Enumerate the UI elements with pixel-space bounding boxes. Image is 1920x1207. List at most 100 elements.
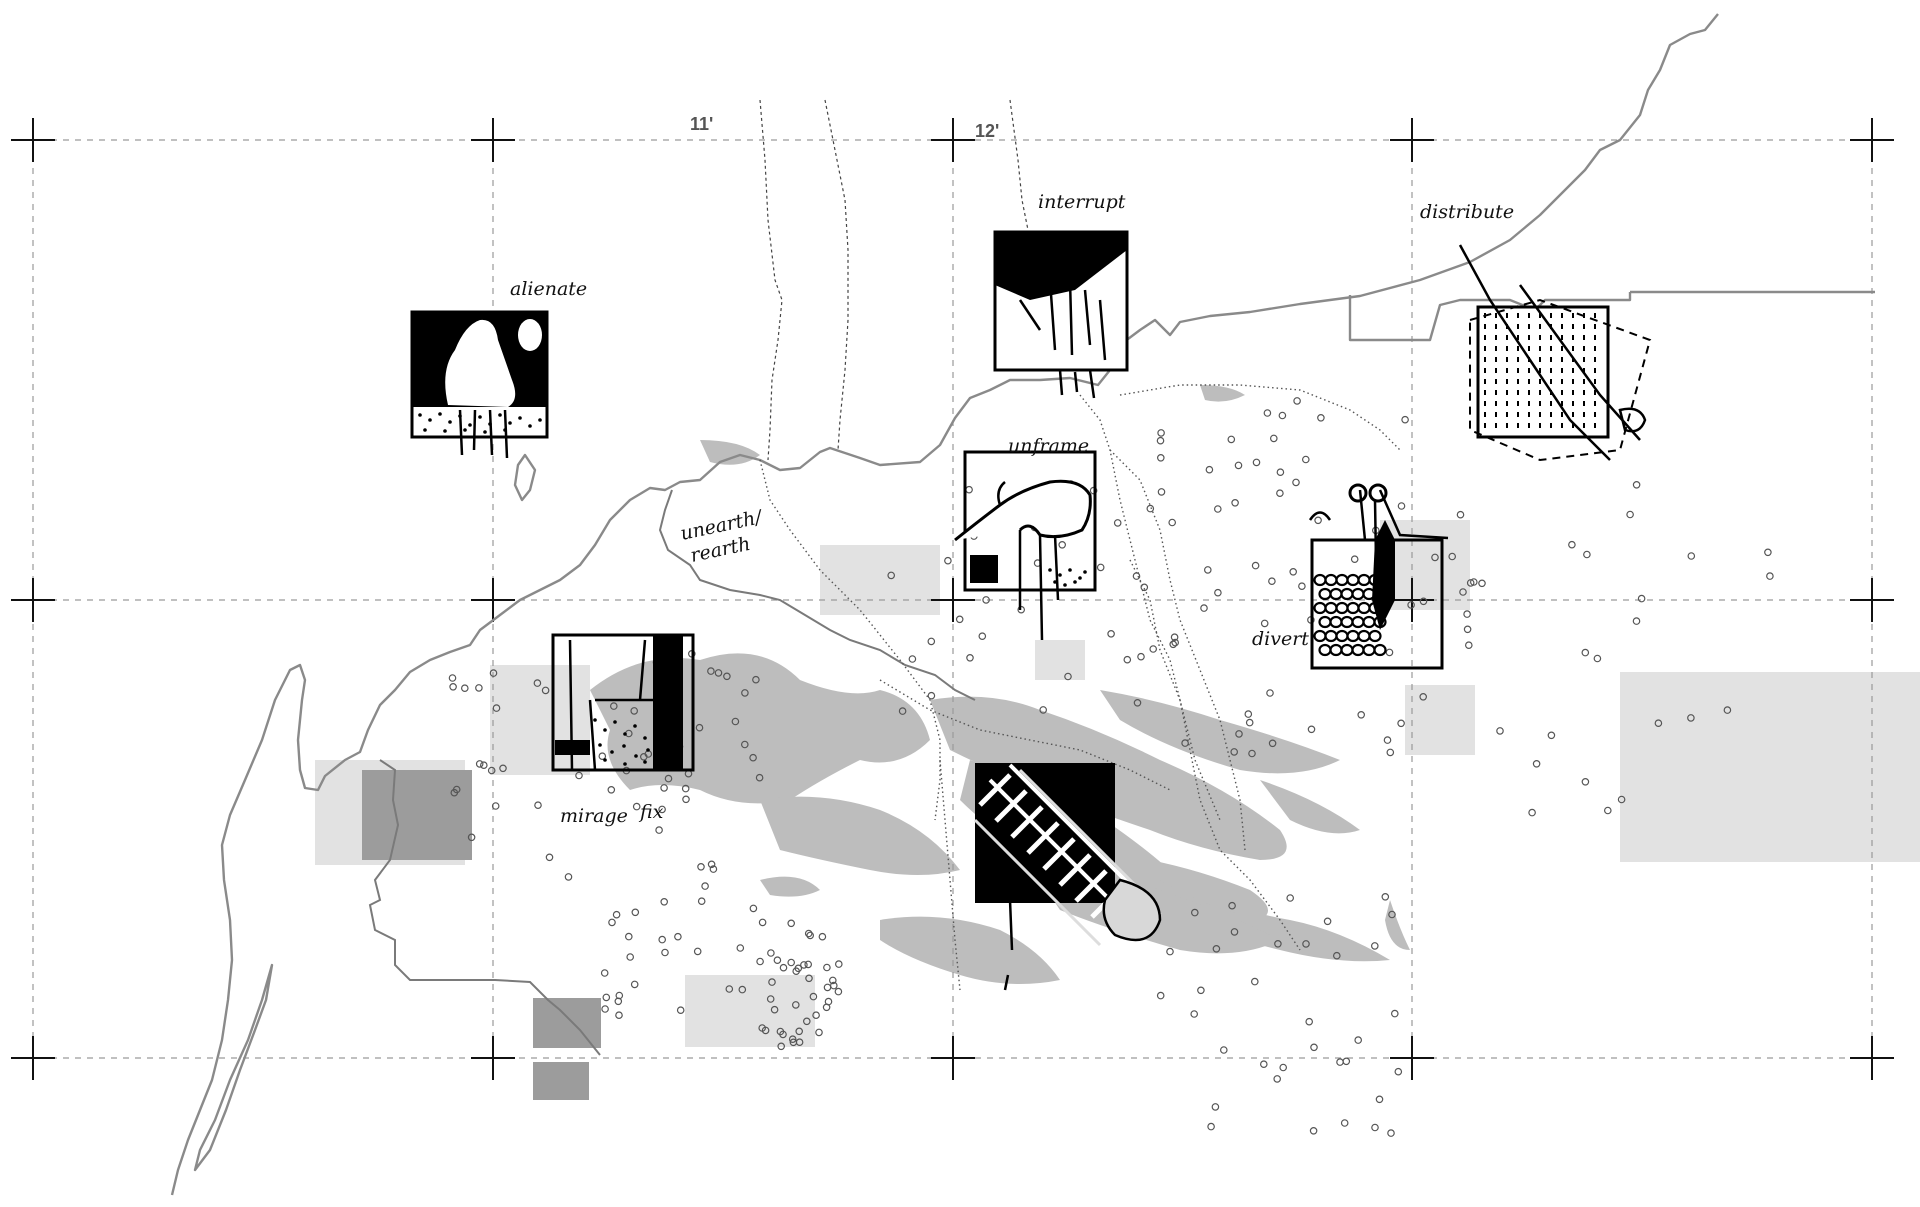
site-marker	[823, 963, 831, 972]
site-marker	[1252, 458, 1261, 467]
site-marker	[1764, 548, 1772, 557]
site-marker	[898, 707, 907, 715]
pebble	[1335, 573, 1349, 587]
site-marker	[749, 753, 757, 762]
site-marker	[944, 556, 952, 565]
hatch-mark	[1572, 401, 1574, 406]
hatch-mark	[1506, 390, 1508, 395]
site-marker	[1244, 710, 1253, 718]
site-marker	[788, 1035, 797, 1044]
pebble	[1318, 643, 1332, 657]
site-marker	[1357, 710, 1366, 719]
site-marker	[927, 691, 936, 700]
pebble	[1313, 601, 1327, 615]
sketch-divert: divert	[1252, 483, 1449, 670]
site-marker	[1157, 429, 1165, 437]
ladder-rung	[1074, 869, 1108, 903]
site-marker	[1156, 436, 1165, 445]
site-marker	[1274, 939, 1282, 948]
site-marker	[1336, 1058, 1344, 1066]
hatch-mark	[1561, 324, 1563, 329]
hatch-mark	[1495, 335, 1497, 340]
site-marker	[1157, 453, 1165, 462]
hatch-mark	[1594, 357, 1596, 362]
hatch-mark	[1528, 379, 1530, 384]
site-marker	[632, 802, 641, 811]
hatch-mark	[1572, 379, 1574, 384]
site-marker	[1214, 505, 1222, 513]
hatch-mark	[1506, 335, 1508, 340]
pebble	[1362, 643, 1376, 657]
hatch-mark	[1583, 335, 1585, 340]
sketch-form	[445, 319, 516, 407]
site-marker	[631, 908, 640, 917]
site-marker	[1637, 594, 1646, 603]
hatch-mark	[1517, 379, 1519, 384]
hatch-mark	[1517, 335, 1519, 340]
pebble	[1357, 629, 1371, 643]
hatch-mark	[1528, 324, 1530, 329]
site-marker	[664, 774, 673, 783]
pebble	[1357, 601, 1371, 615]
site-marker	[1170, 633, 1179, 642]
site-marker	[1394, 1067, 1403, 1076]
site-marker	[695, 723, 704, 732]
hatch-mark	[1561, 401, 1563, 406]
site-marker	[1276, 468, 1285, 477]
site-marker	[1583, 550, 1591, 559]
site-marker	[607, 785, 616, 794]
site-marker	[697, 897, 706, 906]
site-marker	[1723, 706, 1732, 714]
pebble	[1368, 629, 1382, 643]
site-marker	[630, 707, 639, 715]
site-marker	[1149, 645, 1158, 653]
sketch-strokes	[1458, 244, 1641, 461]
site-marker	[1333, 951, 1341, 960]
site-marker	[777, 1042, 786, 1051]
site-marker	[681, 784, 690, 793]
coastline-inlet	[1348, 292, 1632, 342]
site-marker	[615, 1011, 623, 1020]
hatch-mark	[1539, 313, 1541, 318]
sketch-capsule	[1102, 878, 1162, 942]
site-marker	[1407, 601, 1415, 609]
site-marker	[1273, 1075, 1282, 1083]
site-marker	[978, 632, 987, 641]
sketch-fill	[995, 232, 1127, 300]
site-marker	[626, 953, 635, 961]
sketch-unframe: unframe	[954, 435, 1097, 641]
site-marker	[1171, 638, 1180, 647]
site-marker	[575, 771, 583, 780]
site-marker	[1211, 1103, 1220, 1111]
sketch-dashed-outline	[1469, 298, 1652, 462]
site-marker	[639, 752, 648, 761]
site-marker	[1123, 655, 1132, 664]
hatch-mark	[1539, 368, 1541, 373]
sketch-strokes	[458, 409, 509, 459]
site-marker	[1278, 411, 1287, 420]
site-marker	[779, 963, 788, 972]
site-marker	[624, 932, 633, 941]
site-marker	[1270, 434, 1278, 443]
site-marker	[1459, 588, 1467, 596]
site-marker	[1230, 748, 1239, 756]
wetland	[700, 440, 760, 465]
site-marker	[630, 980, 639, 989]
pebble	[1329, 643, 1343, 657]
site-markers	[448, 397, 1774, 1137]
site-marker	[776, 1027, 785, 1036]
site-marker	[709, 865, 718, 873]
site-marker	[660, 897, 669, 906]
site-marker	[449, 682, 457, 691]
site-marker	[1251, 977, 1259, 986]
hatch-mark	[1517, 401, 1519, 406]
site-marker	[809, 992, 818, 1001]
hatch-mark	[1561, 335, 1563, 340]
hatch-mark	[1539, 412, 1541, 417]
site-marker	[1528, 808, 1536, 817]
hatch-mark	[1539, 357, 1541, 362]
pebble	[1340, 643, 1354, 657]
hatch-mark	[1539, 335, 1541, 340]
pebble	[1373, 643, 1387, 657]
